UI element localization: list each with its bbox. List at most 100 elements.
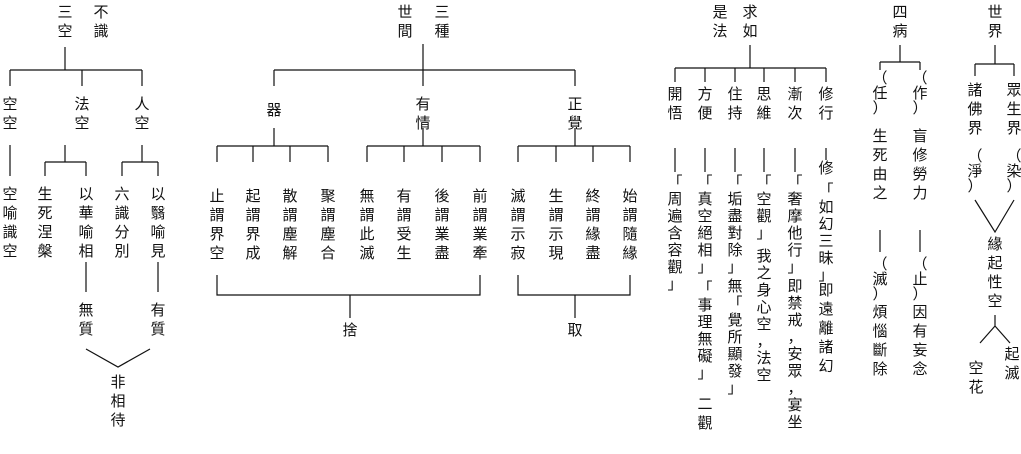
svg-text:世: 世 bbox=[397, 3, 412, 21]
section1-branch-label: 人空 bbox=[134, 95, 149, 132]
svg-text:喻: 喻 bbox=[78, 223, 93, 241]
svg-text:空: 空 bbox=[756, 315, 771, 333]
svg-text:「: 「 bbox=[727, 173, 742, 191]
diagram-text-columns: 不識三空人空法空空空以翳喻見六識分別以華喻相生死涅槃空喻識空有質無質非相待三種世… bbox=[2, 3, 1021, 432]
svg-text:取: 取 bbox=[567, 321, 582, 339]
section4-paren-label: （作） bbox=[912, 69, 927, 117]
svg-text:念: 念 bbox=[912, 360, 927, 378]
svg-text:緣: 緣 bbox=[987, 235, 1002, 253]
svg-text:三: 三 bbox=[818, 232, 833, 250]
svg-text:生: 生 bbox=[872, 127, 887, 145]
svg-text:非: 非 bbox=[110, 373, 125, 391]
section1-title-col2: 三空 bbox=[57, 3, 72, 40]
svg-text:空: 空 bbox=[2, 185, 17, 203]
svg-text:）: ） bbox=[912, 99, 927, 117]
section2-title-col1: 三種 bbox=[434, 3, 449, 40]
svg-text:無: 無 bbox=[727, 277, 742, 295]
svg-text:界: 界 bbox=[987, 22, 1002, 40]
svg-text:佛: 佛 bbox=[967, 100, 982, 118]
section3-title-col1: 求如 bbox=[742, 3, 757, 40]
svg-text:六: 六 bbox=[114, 185, 129, 203]
svg-text:修: 修 bbox=[818, 159, 833, 177]
svg-text:持: 持 bbox=[727, 104, 742, 122]
svg-text:（: （ bbox=[872, 69, 887, 87]
svg-text:聚: 聚 bbox=[320, 187, 335, 205]
svg-text:空: 空 bbox=[134, 114, 149, 132]
svg-text:對: 對 bbox=[727, 224, 742, 242]
svg-text:塵: 塵 bbox=[282, 225, 297, 243]
svg-text:作: 作 bbox=[912, 84, 927, 102]
svg-text:謂: 謂 bbox=[209, 206, 224, 224]
svg-text:」: 」 bbox=[697, 364, 712, 382]
svg-text:「: 「 bbox=[667, 173, 682, 191]
svg-text:止: 止 bbox=[912, 270, 927, 288]
svg-text:散: 散 bbox=[282, 187, 297, 205]
svg-text:摩: 摩 bbox=[787, 207, 802, 225]
section5-left-label: 諸佛界 bbox=[967, 81, 982, 137]
svg-text:謂: 謂 bbox=[585, 206, 600, 224]
svg-text:盡: 盡 bbox=[727, 207, 742, 225]
svg-text:受: 受 bbox=[396, 225, 411, 243]
svg-text:始: 始 bbox=[622, 187, 637, 205]
svg-text:（: （ bbox=[872, 255, 887, 273]
svg-text:坐: 坐 bbox=[787, 413, 802, 431]
svg-text:宴: 宴 bbox=[787, 396, 802, 414]
svg-text:起: 起 bbox=[1004, 345, 1019, 363]
section3-col-label: 方便 bbox=[697, 85, 712, 122]
svg-text:）: ） bbox=[912, 285, 927, 303]
svg-text:塵: 塵 bbox=[320, 225, 335, 243]
svg-text:謂: 謂 bbox=[472, 206, 487, 224]
connector-lines bbox=[9, 44, 1015, 368]
svg-text:任: 任 bbox=[872, 84, 887, 102]
section2-branch-label: 器 bbox=[266, 101, 281, 119]
svg-text:後: 後 bbox=[434, 187, 449, 205]
svg-text:由: 由 bbox=[872, 165, 887, 183]
svg-text:空: 空 bbox=[2, 242, 17, 260]
section2-branch-label: 有情 bbox=[415, 95, 430, 132]
svg-text:喻: 喻 bbox=[150, 223, 165, 241]
svg-text:除: 除 bbox=[727, 241, 742, 259]
svg-text:礙: 礙 bbox=[697, 347, 712, 365]
svg-text:分: 分 bbox=[114, 223, 129, 241]
svg-text:「: 「 bbox=[756, 173, 771, 191]
svg-text:空: 空 bbox=[209, 244, 224, 262]
svg-text:病: 病 bbox=[892, 22, 907, 40]
svg-text:緣: 緣 bbox=[622, 244, 637, 262]
svg-text:待: 待 bbox=[110, 411, 125, 429]
svg-text:理: 理 bbox=[697, 313, 712, 331]
section1-merge-label: 非相待 bbox=[110, 373, 125, 429]
svg-text:行: 行 bbox=[787, 241, 802, 259]
svg-text:因: 因 bbox=[912, 303, 927, 321]
section4-paren-label: （滅） bbox=[872, 255, 887, 303]
svg-text:他: 他 bbox=[787, 224, 802, 242]
svg-text:方: 方 bbox=[697, 85, 712, 103]
svg-text:除: 除 bbox=[872, 360, 887, 378]
svg-text:現: 現 bbox=[548, 244, 563, 262]
svg-text:眾: 眾 bbox=[1006, 81, 1021, 99]
svg-text:容: 容 bbox=[667, 241, 682, 259]
svg-text:戒: 戒 bbox=[787, 311, 802, 329]
svg-text:諸: 諸 bbox=[818, 338, 833, 356]
svg-text:（: （ bbox=[912, 255, 927, 273]
svg-text:解: 解 bbox=[282, 244, 297, 262]
svg-text:」: 」 bbox=[727, 258, 742, 276]
svg-text:滅: 滅 bbox=[359, 244, 374, 262]
svg-text:空: 空 bbox=[968, 359, 983, 377]
svg-text:眾: 眾 bbox=[787, 362, 802, 380]
svg-text:生: 生 bbox=[1006, 100, 1021, 118]
svg-text:牽: 牽 bbox=[472, 244, 487, 262]
svg-text:前: 前 bbox=[472, 187, 487, 205]
svg-text:行: 行 bbox=[818, 104, 833, 122]
svg-text:奢: 奢 bbox=[787, 190, 802, 208]
section1-title-col1: 不識 bbox=[93, 3, 108, 40]
